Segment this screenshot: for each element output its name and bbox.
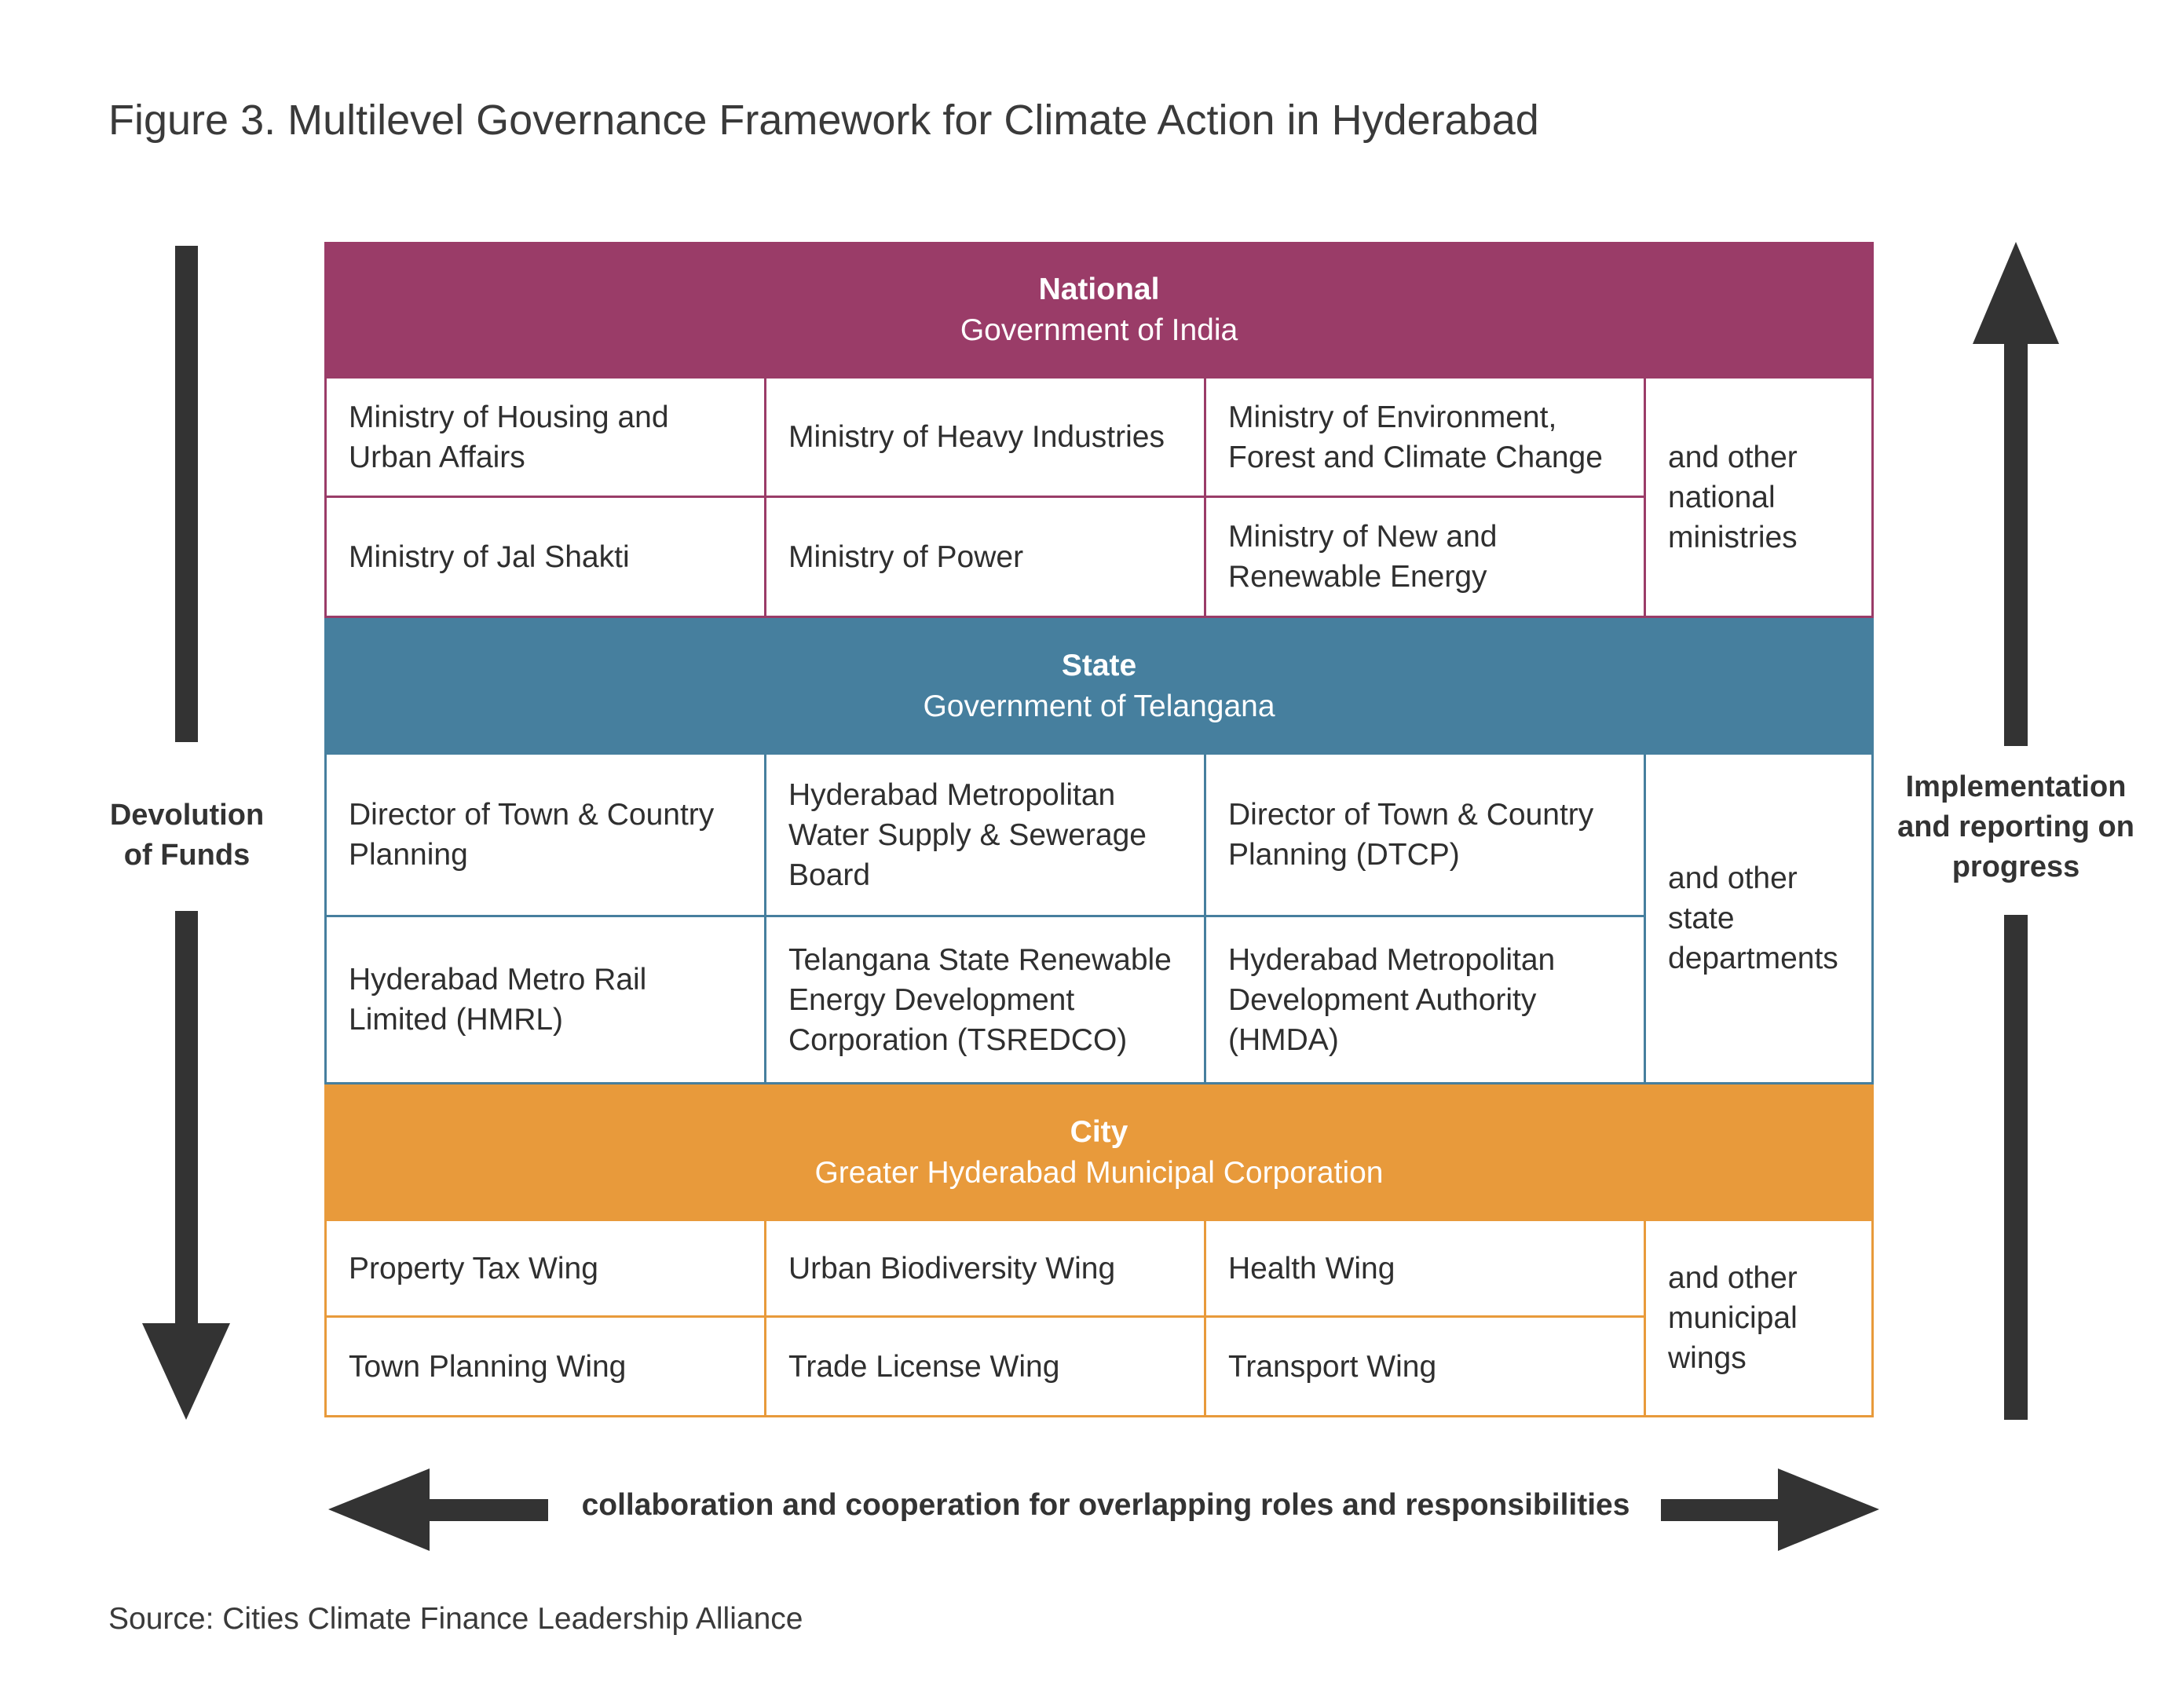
state-cell-text: Telangana State Renewable Energy Develop…	[788, 942, 1172, 1057]
city-level-label: City	[1070, 1115, 1128, 1149]
state-cell: Hyderabad Metropolitan Water Supply & Se…	[766, 755, 1206, 917]
national-cell-text: Ministry of New and Renewable Energy	[1228, 520, 1498, 594]
city-cell-text: Transport Wing	[1228, 1349, 1437, 1384]
city-other-text: and other municipal wings	[1668, 1261, 1798, 1375]
state-other: and other state departments	[1646, 755, 1871, 1082]
national-cell-text: Ministry of Heavy Industries	[788, 420, 1165, 454]
national-grid: Ministry of Housing and Urban Affairs Mi…	[324, 379, 1874, 618]
left-arrow-shaft	[424, 1499, 548, 1521]
national-cell: Ministry of New and Renewable Energy	[1206, 498, 1646, 616]
state-cell: Director of Town & Country Planning (DTC…	[1206, 755, 1646, 917]
national-cell-text: Ministry of Power	[788, 539, 1024, 574]
state-cell-text: Director of Town & Country Planning	[349, 798, 715, 872]
right-arrow-head	[1778, 1468, 1879, 1551]
city-cell: Trade License Wing	[766, 1318, 1206, 1415]
state-other-text: and other state departments	[1668, 861, 1838, 975]
state-level-label: State	[1061, 649, 1137, 682]
city-cell-text: Health Wing	[1228, 1251, 1395, 1286]
national-header: National Government of India	[324, 242, 1874, 379]
city-header: City Greater Hyderabad Municipal Corpora…	[324, 1084, 1874, 1221]
city-cell-text: Town Planning Wing	[349, 1349, 627, 1384]
city-cell: Urban Biodiversity Wing	[766, 1221, 1206, 1318]
city-cell: Property Tax Wing	[327, 1221, 766, 1318]
state-header: State Government of Telangana	[324, 618, 1874, 755]
right-arrow-shaft	[1661, 1499, 1785, 1521]
down-arrow-head	[142, 1323, 230, 1420]
collaboration-label: collaboration and cooperation for overla…	[581, 1488, 1630, 1522]
national-cell-text: Ministry of Jal Shakti	[349, 539, 630, 574]
state-cell-text: Director of Town & Country Planning (DTC…	[1228, 798, 1594, 872]
state-cell: Hyderabad Metropolitan Development Autho…	[1206, 917, 1646, 1082]
city-government: Greater Hyderabad Municipal Corporation	[814, 1156, 1384, 1190]
state-cell-text: Hyderabad Metropolitan Development Autho…	[1228, 942, 1556, 1057]
city-cell: Health Wing	[1206, 1221, 1646, 1318]
source-note: Source: Cities Climate Finance Leadershi…	[108, 1602, 803, 1636]
city-cell-text: Urban Biodiversity Wing	[788, 1251, 1116, 1286]
national-cell: Ministry of Housing and Urban Affairs	[327, 379, 766, 498]
national-other-text: and other national ministries	[1668, 440, 1798, 554]
state-grid: Director of Town & Country Planning Hyde…	[324, 755, 1874, 1084]
city-cell: Transport Wing	[1206, 1318, 1646, 1415]
governance-framework: National Government of India Ministry of…	[324, 242, 1874, 1417]
city-cell: Town Planning Wing	[327, 1318, 766, 1415]
national-cell: Ministry of Jal Shakti	[327, 498, 766, 616]
state-cell: Hyderabad Metro Rail Limited (HMRL)	[327, 917, 766, 1082]
city-cell-text: Property Tax Wing	[349, 1251, 598, 1286]
up-arrow-head	[1973, 242, 2059, 344]
down-arrow-shaft-top	[175, 246, 198, 742]
implementation-reporting-label: Implementation and reporting on progress	[1897, 770, 2134, 883]
state-cell-text: Hyderabad Metro Rail Limited (HMRL)	[349, 963, 647, 1037]
state-cell: Telangana State Renewable Energy Develop…	[766, 917, 1206, 1082]
national-cell-text: Ministry of Housing and Urban Affairs	[349, 400, 669, 474]
national-cell: Ministry of Heavy Industries	[766, 379, 1206, 498]
city-other: and other municipal wings	[1646, 1221, 1871, 1415]
state-cell-text: Hyderabad Metropolitan Water Supply & Se…	[788, 777, 1147, 892]
up-arrow-shaft-bottom	[2004, 915, 2028, 1420]
national-level-label: National	[1038, 272, 1160, 306]
state-cell: Director of Town & Country Planning	[327, 755, 766, 917]
national-cell-text: Ministry of Environment, Forest and Clim…	[1228, 400, 1603, 474]
up-arrow-shaft-top	[2004, 338, 2028, 746]
devolution-of-funds-label: Devolution of Funds	[109, 799, 265, 872]
figure-title: Figure 3. Multilevel Governance Framewor…	[108, 97, 1539, 144]
city-cell-text: Trade License Wing	[788, 1349, 1060, 1384]
national-cell: Ministry of Power	[766, 498, 1206, 616]
down-arrow-shaft-bottom	[175, 911, 198, 1335]
left-arrow-head	[328, 1468, 430, 1551]
state-government: Government of Telangana	[923, 689, 1275, 723]
city-grid: Property Tax Wing Urban Biodiversity Win…	[324, 1221, 1874, 1417]
national-cell: Ministry of Environment, Forest and Clim…	[1206, 379, 1646, 498]
national-government: Government of India	[960, 313, 1238, 347]
national-other: and other national ministries	[1646, 379, 1871, 616]
